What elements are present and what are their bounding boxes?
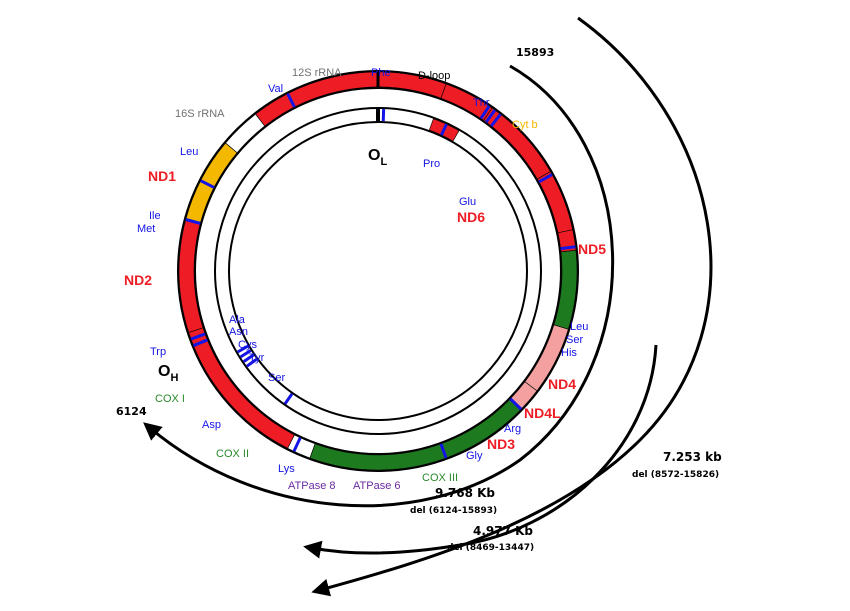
heavy-strand-genes — [178, 70, 578, 471]
gene-labels: 12S rRNA 16S rRNA Phe D-loop Val Thr Cyt… — [124, 67, 606, 492]
lys-tick — [509, 397, 523, 411]
deletion-2-range: del (6124-15893) — [410, 506, 497, 516]
ser2-tick — [484, 109, 497, 124]
met-tick — [192, 338, 208, 347]
cox3-segment — [553, 249, 578, 330]
ala-label: Ala — [229, 314, 246, 326]
deletion-2-size: 9.768 Kb — [435, 486, 495, 500]
nd4-label: ND4 — [548, 376, 576, 392]
lys-label: Lys — [278, 463, 295, 475]
cytb-label: Cyt b — [512, 119, 538, 131]
rrna-16s-label: 16S rRNA — [175, 108, 225, 120]
gly-tick — [560, 245, 576, 251]
nd5-label: ND5 — [578, 241, 606, 257]
atpase6-segment — [524, 324, 569, 392]
trp-tick — [292, 437, 302, 452]
light-strand-genes — [236, 107, 460, 405]
cytb-segment — [185, 142, 238, 224]
trp-label: Trp — [150, 346, 166, 358]
ser1-tick — [283, 393, 294, 405]
nd6-label: ND6 — [457, 209, 485, 225]
position-6124: 6124 — [116, 405, 147, 418]
glu-label: Glu — [459, 196, 476, 208]
nd1-label: ND1 — [148, 168, 176, 184]
cys-label: Cys — [238, 339, 257, 351]
atp6-label: ATPase 6 — [353, 480, 401, 492]
nd4l-label: ND4L — [524, 405, 561, 421]
phe-label: Phe — [371, 67, 391, 79]
leu1-tick — [200, 179, 215, 189]
deletion-labels: 15893 6124 7.253 kb del (8572-15826) 9.7… — [116, 46, 722, 553]
his-label: His — [561, 347, 577, 359]
leu2-label: Leu — [570, 321, 588, 333]
cox3-label: COX III — [422, 472, 458, 484]
deletion-arcs — [143, 16, 713, 597]
glu-tick — [440, 123, 448, 136]
thr-tick — [185, 218, 201, 225]
val-tick — [286, 93, 296, 108]
deletion-3-arc — [303, 344, 658, 559]
ile-label: Ile — [149, 210, 161, 222]
met-label: Met — [137, 223, 155, 235]
ser2-label: Ser — [566, 334, 583, 346]
tyr-tick — [246, 357, 258, 368]
asp-label: Asp — [202, 419, 221, 431]
deletion-1-size: 7.253 kb — [663, 450, 722, 464]
thr-label: Thr — [473, 97, 490, 109]
nd3-label: ND3 — [487, 436, 515, 452]
val-label: Val — [268, 83, 283, 95]
pro-label: Pro — [423, 158, 440, 170]
asn-tick — [239, 349, 252, 359]
arg-label: Arg — [504, 423, 521, 435]
cox2-label: COX II — [216, 448, 249, 460]
deletion-3-range: del (8469-13447) — [447, 543, 534, 553]
oh-label: OH — [158, 363, 178, 384]
cox1-segment — [309, 443, 447, 471]
deletion-1-arc — [311, 16, 713, 597]
oh-gap-segment — [287, 434, 316, 459]
leu2-tick — [479, 105, 491, 120]
atp8-label: ATPase 8 — [288, 480, 336, 492]
ile-tick — [190, 332, 206, 341]
cox2-segment — [440, 398, 522, 459]
nd5-segment — [255, 71, 447, 127]
nd4-segment — [483, 107, 551, 180]
gap-segment — [225, 113, 266, 154]
nd5-lower-segment — [440, 83, 493, 121]
asn-label: Asn — [229, 326, 248, 338]
deletion-3-size: 4.977 Kb — [473, 524, 533, 538]
deletion-1-range: del (8572-15826) — [632, 470, 719, 480]
gly-label: Gly — [466, 450, 483, 462]
nd2-segment — [188, 327, 295, 449]
asp-tick — [439, 443, 448, 459]
nd2-label: ND2 — [124, 272, 152, 288]
deletion-2-arc — [143, 64, 614, 508]
position-15893: 15893 — [516, 46, 554, 59]
leu1-label: Leu — [180, 146, 198, 158]
tyr-label: Tyr — [249, 352, 265, 364]
arg-tick — [538, 173, 553, 184]
nd4l-nd3-segment — [536, 171, 574, 234]
rrna-12s-label: 12S rRNA — [292, 67, 342, 79]
dloop-label: D-loop — [418, 70, 450, 82]
ol-label: OL — [368, 147, 387, 168]
ala-tick — [236, 344, 249, 354]
his-tick — [490, 113, 502, 127]
ser1-label: Ser — [268, 372, 285, 384]
cys-tick — [242, 353, 255, 363]
cox1-label: COX I — [155, 393, 185, 405]
